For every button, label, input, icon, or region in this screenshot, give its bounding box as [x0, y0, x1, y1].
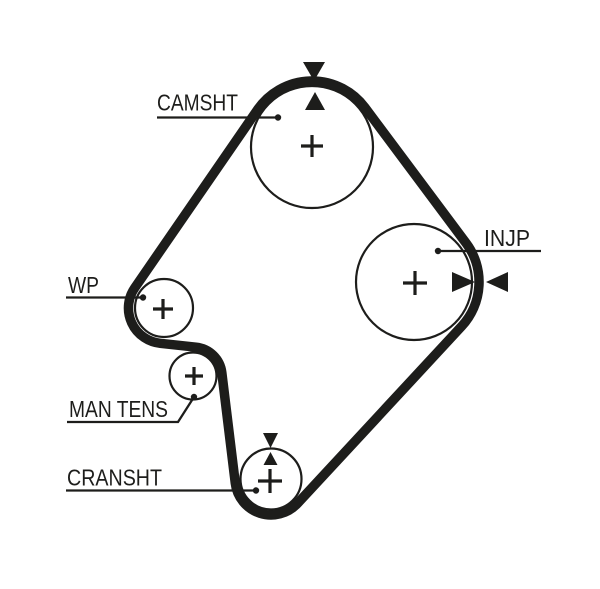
manual-tensioner-label: MAN TENS [69, 396, 168, 422]
manual-tensioner-leader-line [67, 396, 195, 424]
camshaft-plus-icon [301, 135, 323, 157]
injection-pump-timing-arrow-right-icon [452, 272, 475, 292]
water-pump-label: WP [68, 272, 99, 298]
crankshaft-plus-icon [258, 469, 282, 493]
manual-tensioner-plus-icon [185, 367, 203, 385]
injection-pump-timing-arrow-left-icon [486, 272, 508, 292]
crankshaft-timing-arrow-down-icon [263, 433, 278, 448]
crankshaft-label: CRANSHT [67, 465, 162, 491]
camshaft-label: CAMSHT [157, 90, 238, 116]
manual-tensioner-leader-dot-icon [190, 393, 198, 401]
water-pump-leader-dot-icon [139, 294, 147, 301]
water-pump-plus-icon [153, 299, 173, 319]
injection-pump-leader-dot-icon [434, 247, 442, 255]
injection-pump-label: INJP [484, 225, 530, 251]
crankshaft-leader-dot-icon [252, 487, 260, 494]
camshaft-timing-arrow-down-icon [303, 62, 325, 81]
injection-pump-plus-icon [403, 271, 427, 295]
camshaft-leader-dot-icon [274, 114, 282, 121]
camshaft-timing-arrow-up-icon [305, 92, 325, 110]
timing-belt-path [123, 76, 484, 520]
crankshaft-timing-arrow-up-icon [263, 452, 278, 465]
